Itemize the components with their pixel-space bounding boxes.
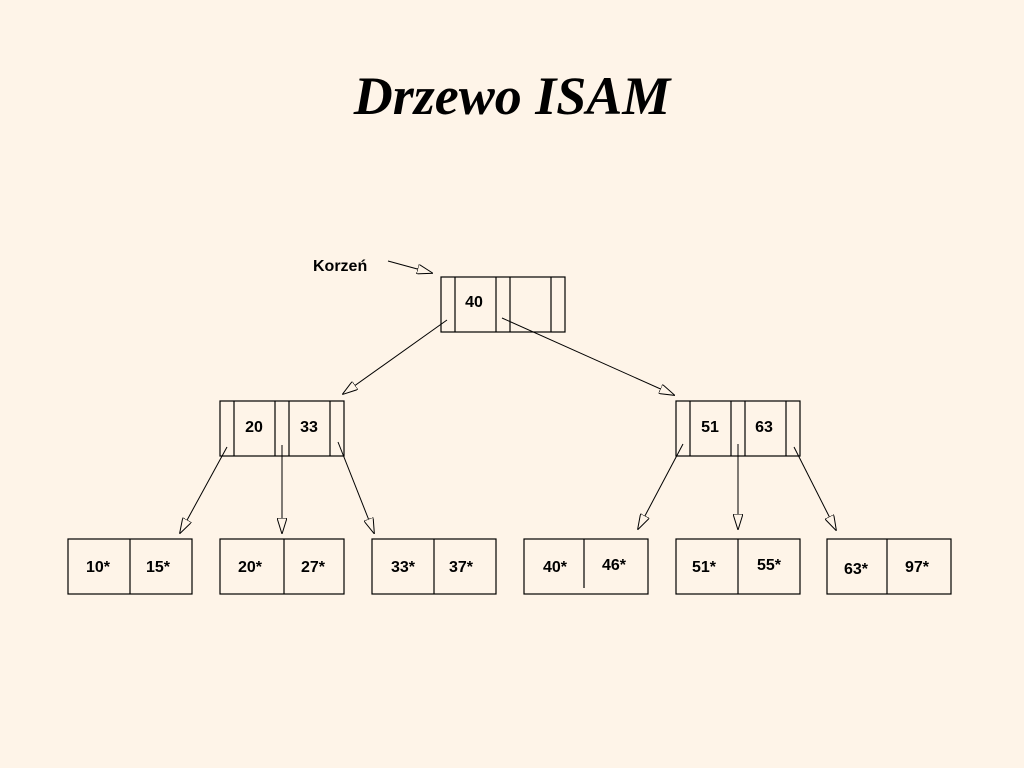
edge-root-to-left [343,319,448,394]
root-pointer-arrow [387,260,432,273]
leaf-entry: 27* [301,559,326,576]
leaf-page: 10* 15* [67,538,193,595]
root-label: Korzeń [313,258,367,275]
index-key: 51 [701,419,719,436]
root-key: 40 [465,294,483,311]
leaf-page: 40* 46* [523,538,649,595]
leaf-page: 63* 97* [826,538,952,595]
edge-index-to-leaf [180,446,228,533]
leaf-entry: 55* [757,557,782,574]
edge-index-to-leaf [793,446,836,530]
leaf-page: 20* 27* [219,538,345,595]
leaf-entry: 51* [692,559,717,576]
leaf-entry: 46* [602,557,627,574]
index-node-left: 20 33 [219,400,345,457]
index-node-right: 51 63 [675,400,801,457]
leaf-entry: 20* [238,559,263,576]
root-node: 40 [440,276,566,333]
leaf-page: 33* 37* [371,538,497,595]
index-key: 20 [245,419,263,436]
slide-title: Drzewo ISAM [353,66,671,126]
edge-root-to-right [501,317,674,395]
leaf-entry: 10* [86,559,111,576]
leaf-entry: 33* [391,559,416,576]
leaf-entry: 97* [905,559,930,576]
leaf-entry: 15* [146,559,171,576]
edge-index-to-leaf [638,443,684,529]
leaf-entry: 63* [844,561,869,578]
edge-index-to-leaf [337,441,374,533]
index-key: 63 [755,419,773,436]
index-key: 33 [300,419,318,436]
leaf-page: 51* 55* [675,538,801,595]
leaf-entry: 40* [543,559,568,576]
leaf-entry: 37* [449,559,474,576]
